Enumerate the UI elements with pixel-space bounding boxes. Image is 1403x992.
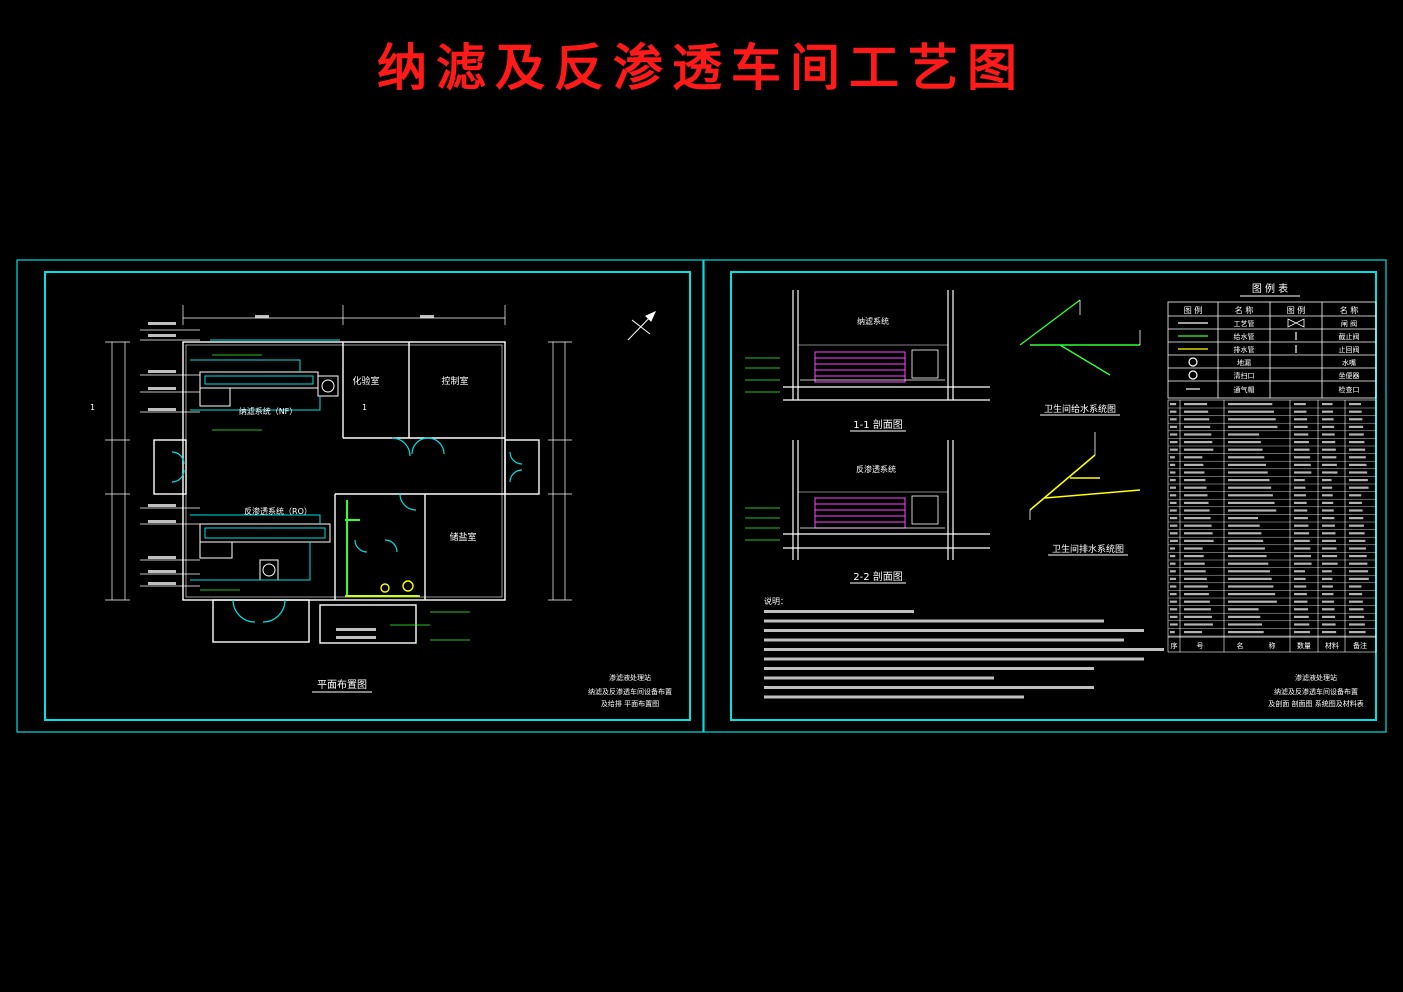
legend-header-name-1: 名 称 — [1235, 305, 1254, 315]
toilet-drain-isometric — [1029, 432, 1141, 520]
schedule-footer-qty: 数量 — [1297, 641, 1311, 650]
sheet2-outer-frame — [703, 259, 1387, 733]
title-block-2-line-2: 纳滤及反渗透车间设备布置 — [1274, 687, 1358, 696]
legend-row-5-name: 清扫口 — [1234, 371, 1255, 380]
materials-schedule: 序 号 名 称 数量 材料 备注 — [1167, 399, 1377, 653]
legend-row-4-name-2: 水嘴 — [1342, 358, 1356, 367]
room-label-control: 控制室 — [441, 375, 468, 387]
ro-equipment — [190, 514, 331, 581]
legend-row-6-name-2: 检查口 — [1339, 385, 1360, 394]
nf-system-label: 纳滤系统（NF） — [239, 406, 298, 416]
sheet1-inner-frame — [44, 271, 691, 721]
legend-row-2-name-2: 截止阀 — [1339, 332, 1360, 341]
legend-row-6-name: 通气帽 — [1234, 385, 1255, 394]
schedule-footer-name-1: 名 — [1237, 641, 1244, 650]
notes-header: 说明： — [764, 596, 788, 606]
legend-row-1-name: 工艺管 — [1234, 319, 1255, 328]
page-title: 纳滤及反渗透车间工艺图 — [377, 38, 1026, 97]
legend-header-name-2: 名 称 — [1340, 305, 1359, 315]
schedule-footer-no-1: 序 — [1171, 641, 1178, 650]
section-ro-label: 反渗透系统 — [856, 464, 896, 474]
toilet-supply-isometric — [1019, 299, 1141, 376]
title-block-line-2: 纳滤及反渗透车间设备布置 — [588, 687, 672, 696]
legend-row-1-name-2: 闸 阀 — [1341, 319, 1357, 328]
legend-header-symbol-2: 图 例 — [1287, 305, 1306, 315]
legend-row-3-name: 排水管 — [1234, 345, 1255, 354]
legend-row-5-name-2: 坐便器 — [1339, 371, 1360, 380]
legend-row-2-name: 给水管 — [1234, 332, 1255, 341]
room-label-salt: 储盐室 — [449, 531, 476, 543]
section-2-2-caption: 2-2 剖面图 — [853, 570, 903, 583]
schedule-footer-remark: 备注 — [1353, 641, 1367, 650]
legend-title: 图 例 表 — [1252, 282, 1288, 295]
section-mark-right: 1 — [362, 403, 367, 412]
drain-system-caption: 卫生间排水系统图 — [1052, 543, 1124, 555]
title-block-2-line-3: 及剖面 剖面图 系统图及材料表 — [1268, 699, 1363, 708]
nf-equipment — [190, 339, 340, 411]
ro-system-label: 反渗透系统（RO） — [244, 506, 312, 516]
legend-row-4-name: 地漏 — [1237, 358, 1251, 367]
title-block-line-1: 渗滤液处理站 — [609, 673, 651, 682]
title-block-2-line-1: 渗滤液处理站 — [1295, 673, 1337, 682]
room-label-lab: 化验室 — [352, 375, 379, 387]
sheet1-outer-frame — [16, 259, 704, 733]
title-block-line-3: 及给排 平面布置图 — [601, 699, 659, 708]
schedule-footer-material: 材料 — [1325, 641, 1339, 650]
section-2-2 — [745, 440, 990, 560]
legend-row-3-name-2: 止回阀 — [1339, 345, 1360, 354]
sheet1-title-block: 渗滤液处理站 纳滤及反渗透车间设备布置 及给排 平面布置图 — [588, 673, 672, 708]
section-1-1-caption: 1-1 剖面图 — [853, 418, 903, 431]
plan-caption: 平面布置图 — [317, 679, 367, 691]
sheet2-title-block: 渗滤液处理站 纳滤及反渗透车间设备布置 及剖面 剖面图 系统图及材料表 — [1268, 673, 1363, 708]
schedule-footer-name-2: 称 — [1269, 641, 1276, 650]
sheet2-inner-frame — [730, 271, 1377, 721]
section-nf-label: 纳滤系统 — [857, 316, 889, 326]
section-mark-left: 1 — [90, 403, 95, 412]
floor-plan — [105, 305, 656, 644]
schedule-footer-no-2: 号 — [1197, 642, 1204, 650]
sheet-frames — [16, 259, 1387, 733]
supply-system-caption: 卫生间给水系统图 — [1044, 403, 1116, 415]
section-1-1 — [745, 290, 990, 401]
north-arrow-icon — [627, 311, 656, 341]
legend-header-symbol-1: 图 例 — [1184, 305, 1203, 315]
legend-table: 图 例 表 图 例 名 称 图 例 名 称 工艺管 闸 阀 给水管 截止阀 排水… — [1167, 282, 1377, 399]
